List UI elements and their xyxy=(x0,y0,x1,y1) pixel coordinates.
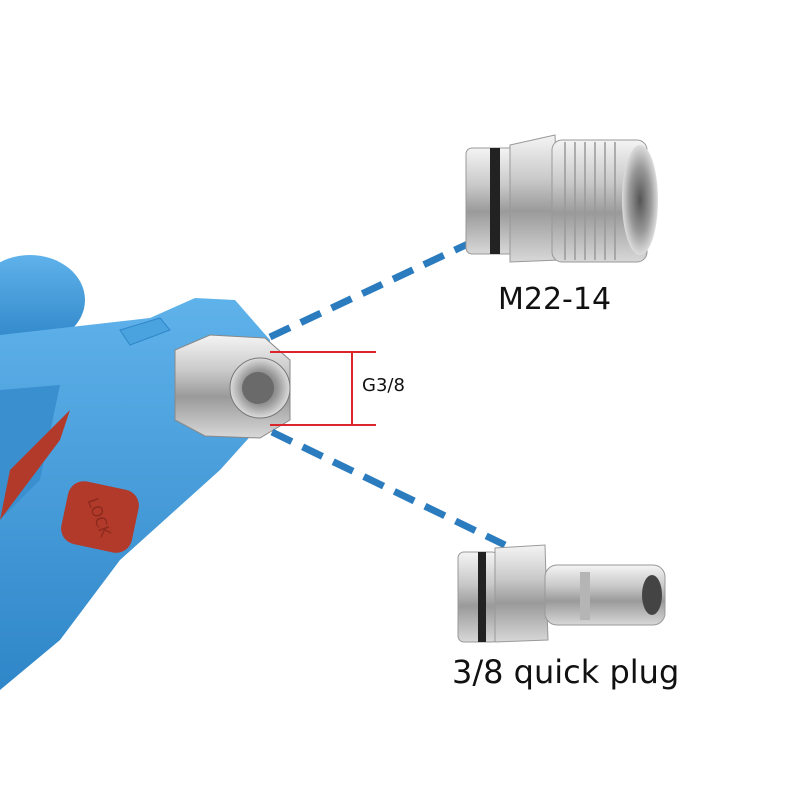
g38-hex-fitting xyxy=(174,334,291,439)
spray-gun xyxy=(0,255,270,690)
quick-plug-label: 3/8 quick plug xyxy=(452,653,680,691)
m22-14-label: M22-14 xyxy=(498,282,612,317)
g38-label: G3/8 xyxy=(362,375,405,396)
lock-button: LOCK xyxy=(61,481,139,553)
quick-plug-fitting xyxy=(457,544,666,643)
trigger xyxy=(0,410,70,520)
dimension-marker xyxy=(270,351,376,426)
connector-lines xyxy=(268,239,507,549)
m22-14-fitting xyxy=(465,134,658,263)
